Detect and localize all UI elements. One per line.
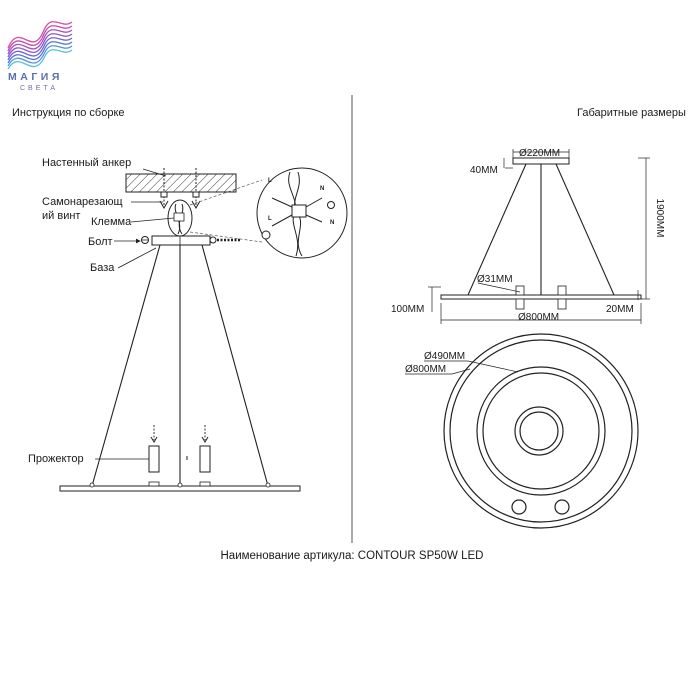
canopy-base <box>151 235 211 246</box>
top-view <box>405 333 639 529</box>
dim-ring-width: Ø800MM <box>518 312 559 323</box>
brand-logo: МАГИЯ СВЕТА <box>7 21 73 92</box>
callout-wall-anchor: Настенный анкер <box>42 157 167 177</box>
dimensions-title: Габаритные размеры <box>577 107 686 119</box>
ground-screw-icon <box>261 230 271 240</box>
wire-label-neutral-bottom: N <box>330 220 334 226</box>
assembly-title: Инструкция по сборке <box>12 107 125 119</box>
callout-base: База <box>90 247 157 274</box>
wall-anchor-arrows <box>159 168 201 210</box>
spotlight-right <box>199 425 211 473</box>
wire-label-live-top: L <box>268 178 272 184</box>
terminal-loop <box>167 199 193 237</box>
spotlight-left <box>148 425 160 473</box>
label-wall-anchor: Настенный анкер <box>42 157 131 169</box>
callout-spotlight: Прожектор <box>28 453 149 465</box>
dim-total-height: 1900MM <box>654 199 665 238</box>
logo-name: МАГИЯ <box>8 71 63 83</box>
logo-wave-icon <box>7 21 73 70</box>
logo-subtitle: СВЕТА <box>20 85 58 92</box>
dim-edge-thickness: 20MM <box>606 304 634 315</box>
light-ring-side <box>59 481 301 492</box>
article-name: Наименование артикула: CONTOUR SP50W LED <box>221 550 484 562</box>
wire-label-neutral-top: N <box>320 186 324 192</box>
top-spot-right <box>554 499 570 515</box>
dim-outer-diameter: Ø800MM <box>405 364 446 375</box>
label-screw-line2: ий винт <box>42 210 80 222</box>
callout-bolt: Болт <box>88 236 141 248</box>
wiring-detail-zoom: L L N N <box>189 167 348 259</box>
label-bolt: Болт <box>88 236 113 248</box>
label-screw-line1: Самонарезающ <box>42 196 123 208</box>
top-spot-left <box>511 499 527 515</box>
ceiling-block <box>125 173 237 193</box>
callout-screw: Самонарезающ ий винт <box>42 196 163 222</box>
label-terminal: Клемма <box>91 216 132 228</box>
dim-inner-diameter: Ø490MM <box>424 351 465 362</box>
side-view <box>428 149 650 324</box>
dim-canopy-height: 40MM <box>470 165 498 176</box>
label-spotlight: Прожектор <box>28 453 84 465</box>
terminal-screw-icon <box>327 201 335 209</box>
label-base: База <box>90 262 115 274</box>
callout-terminal: Клемма <box>91 216 175 228</box>
dim-canopy-diameter: Ø220MM <box>519 148 560 159</box>
bolt-right <box>209 236 240 244</box>
wire-label-live-bottom: L <box>268 216 272 222</box>
bolt-left <box>141 236 149 244</box>
dim-spot-diameter: Ø31MM <box>477 274 513 285</box>
dim-ring-height: 100MM <box>391 304 424 315</box>
suspension-cables <box>91 244 269 487</box>
